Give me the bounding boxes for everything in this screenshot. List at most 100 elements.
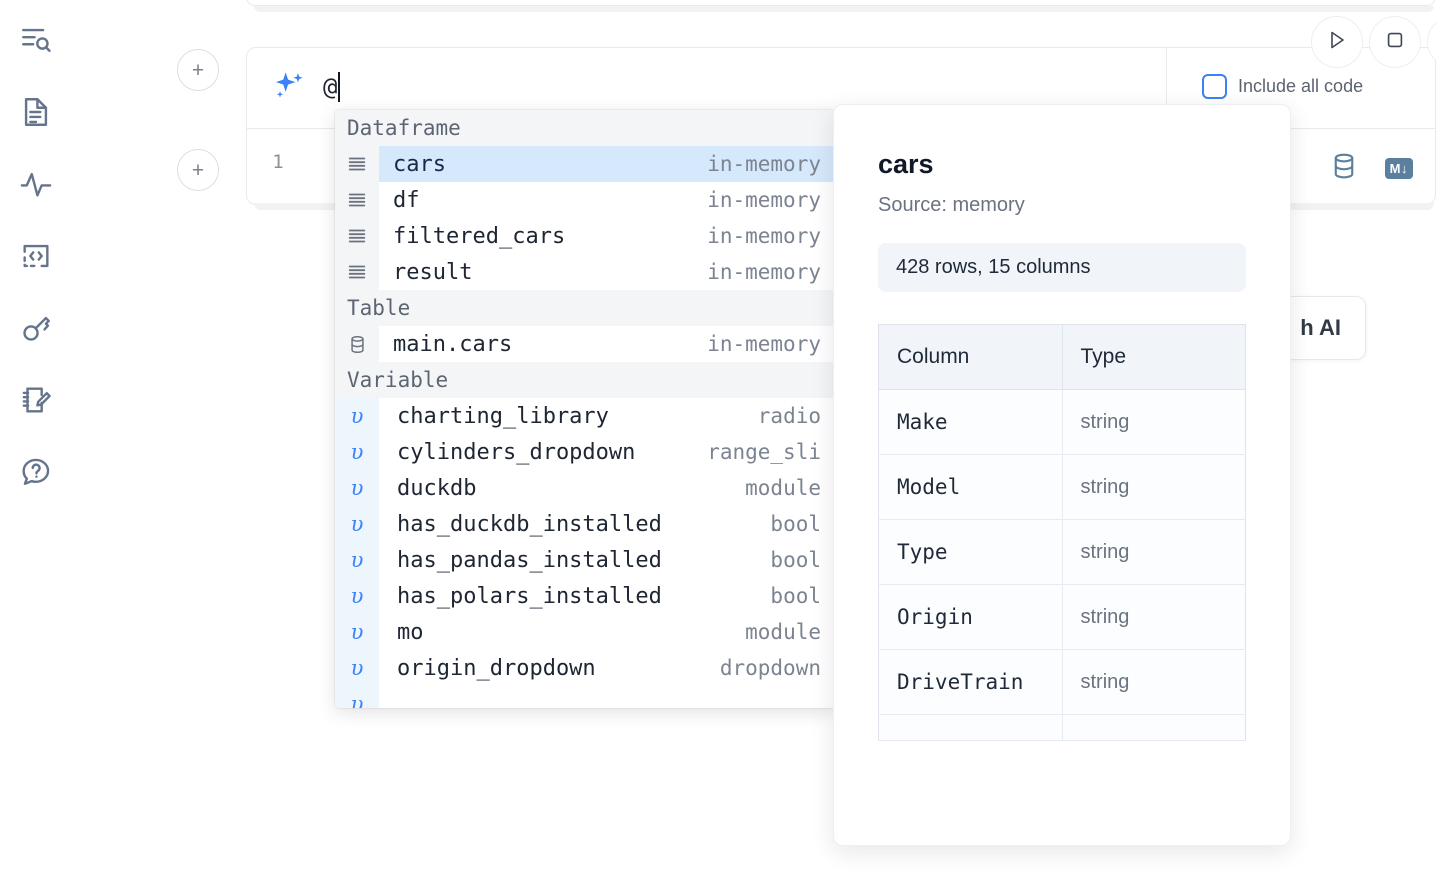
autocomplete-group-label: Table	[335, 290, 835, 326]
run-button[interactable]	[1311, 16, 1363, 68]
file-document-icon	[19, 95, 53, 129]
database-icon[interactable]	[1329, 151, 1359, 186]
autocomplete-item-meta: bool	[770, 548, 821, 572]
autocomplete-item-meta: in-memory	[707, 332, 821, 356]
sidebar-item-outline-search[interactable]	[12, 16, 60, 64]
notebook-pencil-icon	[19, 383, 53, 417]
add-cell-button-bottom[interactable]: +	[177, 149, 219, 191]
stop-button[interactable]	[1369, 16, 1421, 68]
cell-column-name	[878, 714, 1063, 741]
autocomplete-item-name: origin_dropdown	[397, 655, 596, 681]
autocomplete-item-meta: in-memory	[707, 260, 821, 284]
autocomplete-item-name: duckdb	[397, 475, 477, 501]
dataframe-preview-panel: cars Source: memory 428 rows, 15 columns…	[833, 104, 1291, 846]
autocomplete-item-meta: module	[745, 476, 821, 500]
code-brackets-icon	[19, 239, 53, 273]
preview-shape-badge: 428 rows, 15 columns	[878, 243, 1246, 292]
autocomplete-item-meta: bool	[770, 512, 821, 536]
autocomplete-item-meta: in-memory	[707, 188, 821, 212]
autocomplete-item[interactable]: cars in-memory	[335, 146, 835, 182]
autocomplete-item[interactable]: main.cars in-memory	[335, 326, 835, 362]
dataframe-lines-icon	[335, 182, 379, 218]
ai-prompt-value: @	[323, 73, 338, 101]
markdown-icon[interactable]: M↓	[1384, 158, 1413, 179]
autocomplete-group-label: Variable	[335, 362, 835, 398]
column-header-column: Column	[878, 324, 1063, 390]
autocomplete-item-meta: module	[745, 620, 821, 644]
variable-icon: υ	[335, 686, 379, 708]
sidebar-item-help[interactable]	[12, 448, 60, 496]
include-all-code-label: Include all code	[1238, 76, 1364, 96]
stop-square-icon	[1384, 29, 1406, 56]
variable-icon: υ	[335, 398, 379, 434]
autocomplete-item-meta: in-memory	[707, 152, 821, 176]
outline-search-icon	[19, 23, 53, 57]
preview-source: Source: memory	[878, 194, 1025, 216]
sidebar-item-activity[interactable]	[12, 160, 60, 208]
ai-prompt-input[interactable]: @	[323, 64, 1435, 110]
autocomplete-item-name: cars	[393, 151, 446, 177]
cell-column-name: Type	[878, 519, 1063, 585]
variable-icon: υ	[335, 650, 379, 686]
ai-cell-divider	[1166, 48, 1167, 128]
sidebar-item-scratchpad[interactable]	[12, 376, 60, 424]
autocomplete-item-meta: in-memory	[707, 224, 821, 248]
cell-column-name: Model	[878, 454, 1063, 520]
variable-icon: υ	[335, 614, 379, 650]
cell-column-type: string	[1062, 454, 1246, 520]
sidebar-item-file[interactable]	[12, 88, 60, 136]
variable-icon: υ	[335, 542, 379, 578]
autocomplete-item-clipped[interactable]: υ	[335, 686, 835, 708]
autocomplete-item-name: df	[393, 187, 420, 213]
include-all-code-checkbox[interactable]	[1202, 74, 1227, 99]
sidebar-item-snippets[interactable]	[12, 232, 60, 280]
sidebar-rail	[0, 0, 72, 874]
activity-pulse-icon	[19, 167, 53, 201]
help-chat-icon	[19, 455, 53, 489]
autocomplete-item-body: df in-memory	[379, 182, 835, 218]
dataframe-lines-icon	[335, 218, 379, 254]
column-header-type: Type	[1062, 324, 1246, 390]
autocomplete-item-meta: dropdown	[719, 656, 821, 680]
autocomplete-item-name: main.cars	[393, 331, 513, 357]
line-number: 1	[272, 151, 284, 173]
autocomplete-item-meta: range_sli	[707, 440, 821, 464]
cell-column-type: string	[1062, 519, 1246, 585]
dataframe-lines-icon	[335, 146, 379, 182]
autocomplete-item[interactable]: df in-memory	[335, 182, 835, 218]
autocomplete-item-name: has_polars_installed	[397, 583, 662, 609]
autocomplete-item[interactable]: υ origin_dropdown dropdown	[335, 650, 835, 686]
cell-column-type	[1062, 714, 1246, 741]
sidebar-item-secrets[interactable]	[12, 304, 60, 352]
table-header-row: Column Type	[878, 324, 1246, 390]
autocomplete-item-body: origin_dropdown dropdown	[379, 650, 835, 686]
text-caret	[338, 72, 341, 102]
database-icon	[335, 326, 379, 362]
key-icon	[19, 311, 53, 345]
include-all-code-toggle[interactable]: Include all code	[1202, 74, 1363, 99]
autocomplete-item-body: cars in-memory	[379, 146, 835, 182]
variable-icon: υ	[335, 470, 379, 506]
autocomplete-item-name: charting_library	[397, 403, 609, 429]
add-cell-button-top[interactable]: +	[177, 49, 219, 91]
